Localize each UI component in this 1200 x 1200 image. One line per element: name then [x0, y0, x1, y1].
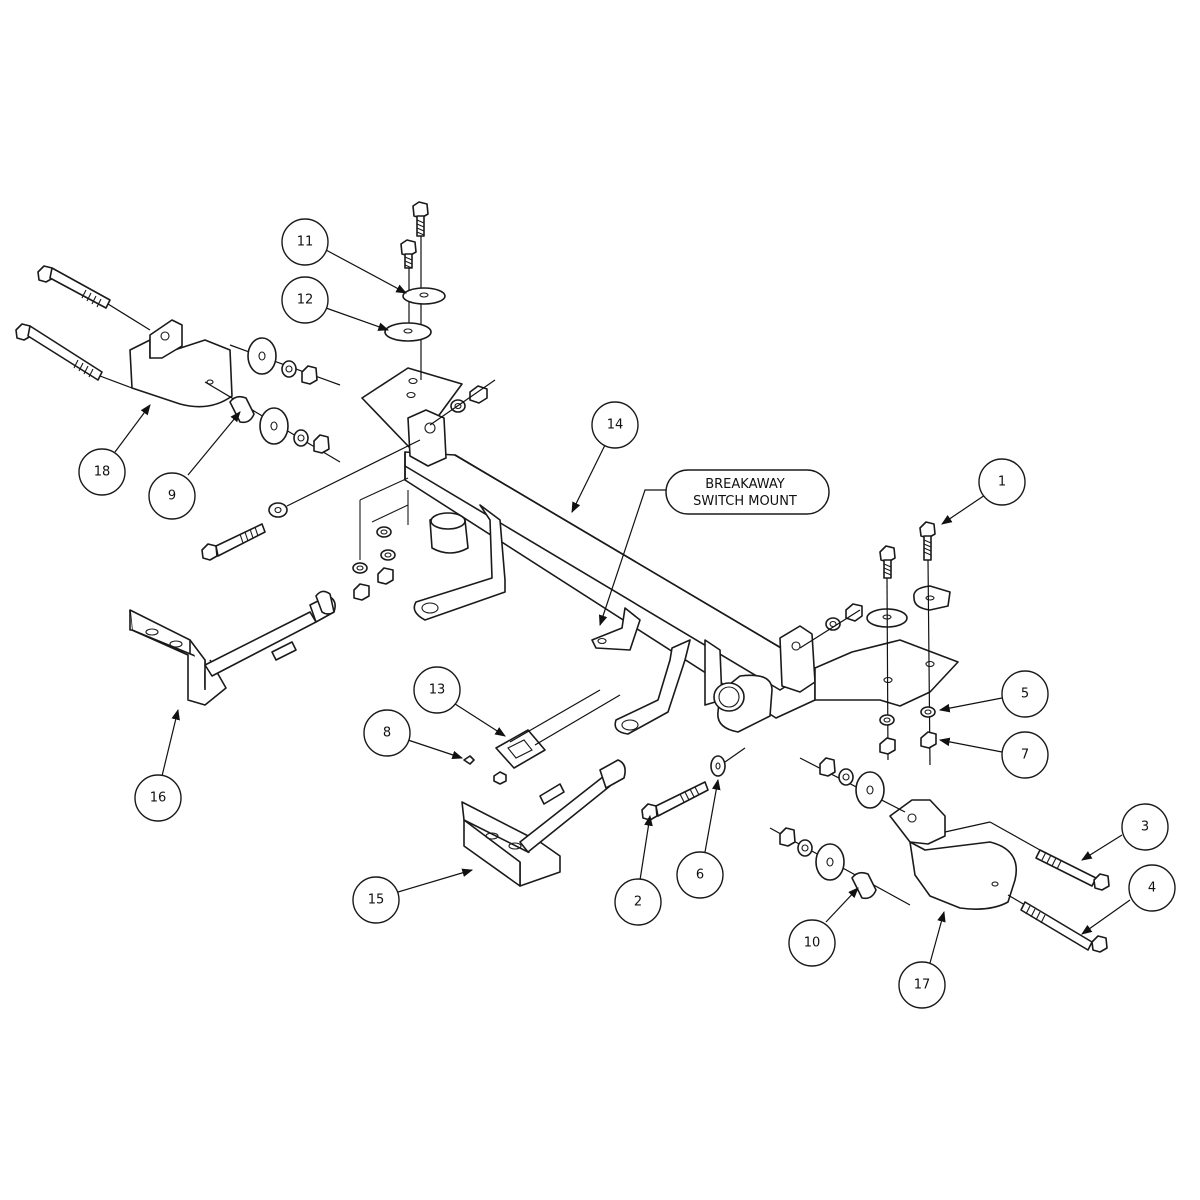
left-bracket-washers-nuts [204, 337, 341, 463]
callout-8: 8 [363, 709, 464, 760]
breakaway-switch-mount-tab [591, 607, 641, 651]
callout-1: 1 [941, 458, 1026, 525]
safety-chain-plate [463, 689, 621, 785]
callout-6-label: 6 [696, 868, 704, 883]
callout-16: 16 [134, 708, 182, 822]
right-top-bolt-long [913, 521, 951, 766]
top-washer-11 [402, 287, 446, 305]
left-mounting-plate [361, 367, 463, 467]
left-plate-nuts [429, 379, 496, 426]
top-bolt-long [412, 201, 429, 380]
callout-5-label: 5 [1021, 687, 1029, 702]
callout-9: 9 [148, 411, 241, 520]
right-mounting-plate [779, 625, 959, 707]
right-bracket-bolts [944, 821, 1110, 953]
left-tow-bar-bracket [129, 590, 336, 706]
callout-15: 15 [352, 868, 474, 924]
callout-10-label: 10 [804, 936, 821, 951]
callout-8-label: 8 [383, 726, 391, 741]
breakaway-callout-line1: BREAKAWAY [705, 477, 785, 492]
callout-16-label: 16 [150, 791, 167, 806]
center-chain-bracket [614, 639, 723, 735]
callout-13-label: 13 [429, 683, 446, 698]
callout-14-label: 14 [607, 418, 624, 433]
callout-17-label: 17 [914, 978, 931, 993]
breakaway-callout-box [665, 469, 830, 515]
top-washer-12 [384, 322, 432, 342]
right-under-hardware [879, 706, 937, 755]
callout-3-label: 3 [1141, 820, 1149, 835]
breakaway-callout: BREAKAWAY SWITCH MOUNT [598, 469, 830, 627]
callout-14: 14 [571, 401, 639, 513]
callout-12-label: 12 [297, 293, 314, 308]
callout-15-label: 15 [368, 893, 385, 908]
callout-7-label: 7 [1021, 748, 1029, 763]
breakaway-callout-line2: SWITCH MOUNT [693, 494, 797, 509]
right-tow-bar-bracket [461, 759, 626, 887]
left-frame-bracket [129, 319, 233, 408]
callout-18-label: 18 [94, 465, 111, 480]
callout-4: 4 [1081, 864, 1176, 935]
right-bracket-washers-nuts [769, 757, 911, 906]
callout-10: 10 [788, 887, 859, 967]
callout-4-label: 4 [1148, 881, 1156, 896]
bottom-left-bolt [201, 439, 421, 561]
callout-7: 7 [938, 731, 1049, 779]
callout-13: 13 [413, 666, 506, 737]
left-drop-bracket [413, 504, 506, 621]
receiver-tube [713, 674, 773, 733]
right-frame-bracket [889, 799, 1017, 910]
callout-11-label: 11 [297, 235, 314, 250]
callout-9-label: 9 [168, 489, 176, 504]
right-top-bolt-short [866, 545, 908, 761]
callout-1-label: 1 [998, 475, 1006, 490]
callout-2-label: 2 [634, 895, 642, 910]
callout-18: 18 [78, 404, 151, 496]
left-under-hardware [352, 477, 409, 601]
left-bracket-bolts [15, 265, 151, 389]
callout-5: 5 [938, 670, 1049, 718]
center-bottom-bolt [641, 747, 746, 821]
callout-11: 11 [281, 218, 407, 294]
top-bolt-short [400, 239, 417, 325]
right-plate-nuts [799, 603, 863, 649]
callout-2: 2 [614, 814, 662, 926]
callout-12: 12 [281, 276, 390, 331]
callout-6: 6 [676, 778, 724, 899]
callout-3: 3 [1081, 803, 1169, 861]
callout-17: 17 [898, 910, 946, 1009]
